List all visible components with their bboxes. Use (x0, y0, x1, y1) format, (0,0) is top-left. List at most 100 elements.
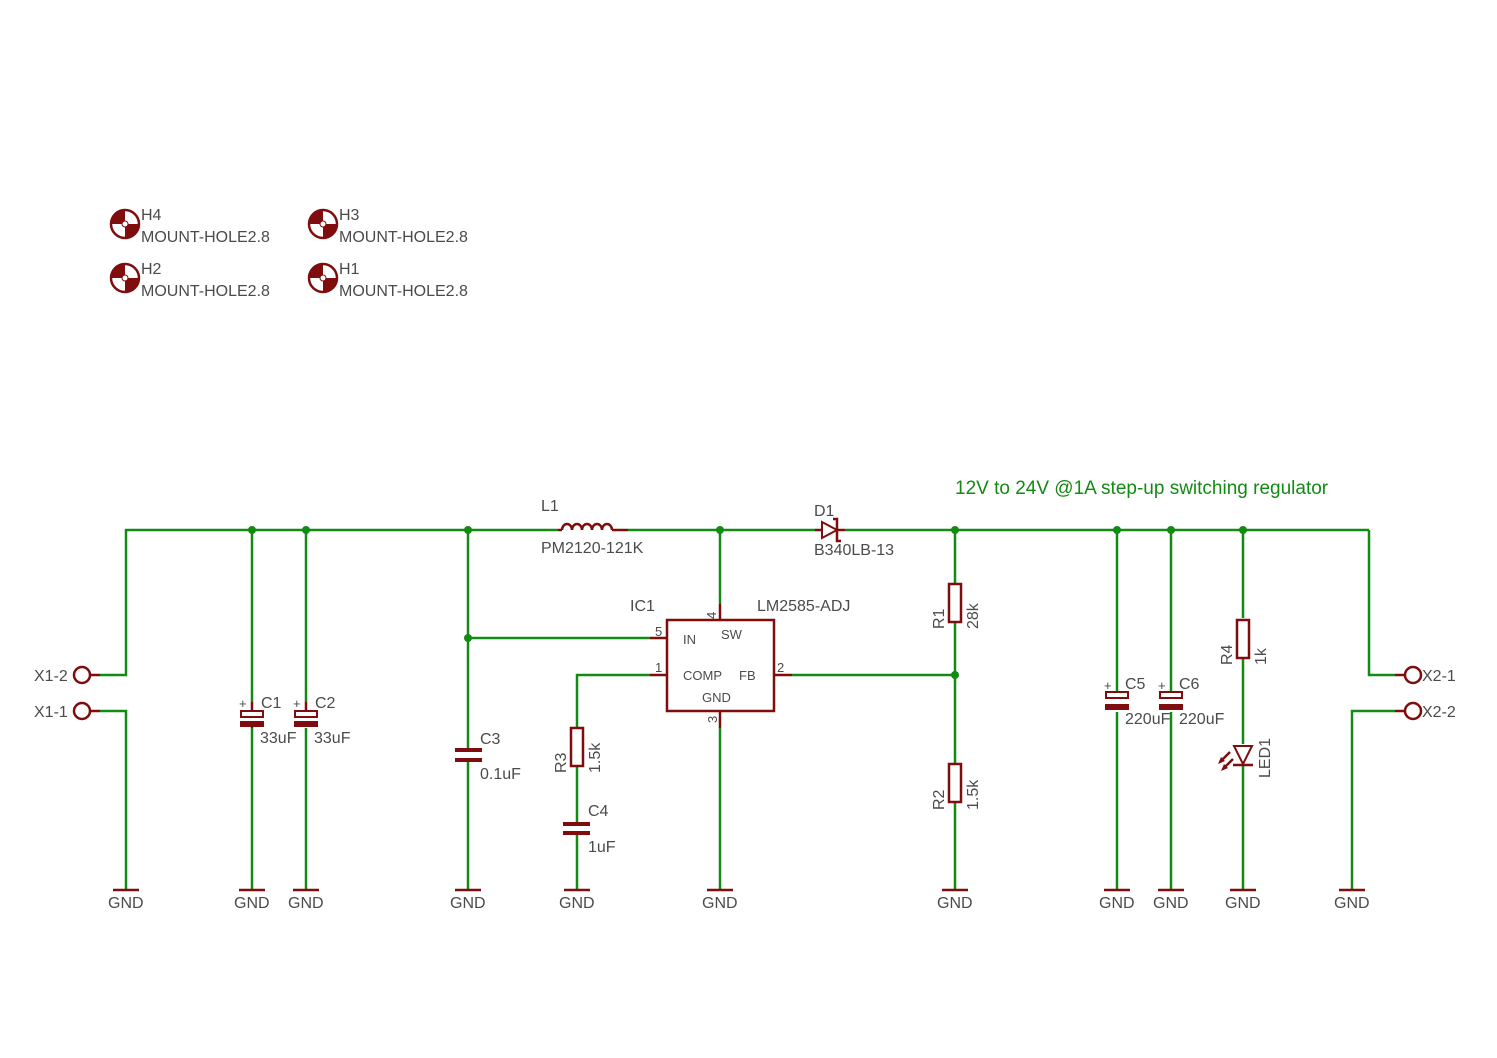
pin-number: 3 (705, 716, 720, 723)
gnd-symbol: GND (450, 888, 486, 912)
polarity-mark: + (1158, 678, 1166, 693)
part-value: 28k (965, 602, 982, 629)
part-value: 220uF (1125, 711, 1171, 728)
part-value: 0.1uF (480, 766, 521, 783)
capacitor-c2: + C2 33uF (293, 695, 351, 747)
svg-text:GND: GND (559, 895, 595, 912)
part-ref: C5 (1125, 676, 1146, 693)
pin-label-fb: FB (739, 668, 756, 683)
part-ref: C2 (315, 695, 336, 712)
svg-text:GND: GND (1153, 895, 1189, 912)
resistor-r1: R1 28k (931, 582, 982, 629)
resistor-r4: R4 1k (1219, 618, 1270, 665)
resistor-r3: R3 1.5k (553, 726, 604, 773)
svg-text:GND: GND (288, 895, 324, 912)
part-ref: LED1 (1257, 738, 1274, 778)
wires (100, 528, 1395, 890)
part-ref: D1 (814, 503, 835, 520)
polarity-mark: + (239, 696, 247, 711)
mount-hole-h2: H2 MOUNT-HOLE2.8 (109, 261, 270, 300)
mount-hole-ref: H4 (141, 207, 162, 224)
polarity-mark: + (293, 696, 301, 711)
part-ref: L1 (541, 498, 559, 515)
part-ref: C6 (1179, 676, 1200, 693)
mount-hole-ref: H1 (339, 261, 360, 278)
polarity-mark: + (1104, 678, 1112, 693)
connector-x2: X2-1 X2-2 (1395, 665, 1456, 721)
part-value: 220uF (1179, 711, 1225, 728)
gnd-symbol: GND (108, 888, 144, 912)
pin-label-gnd: GND (702, 690, 731, 705)
resistor-r2: R2 1.5k (931, 762, 982, 810)
diode-d1: D1 B340LB-13 (814, 503, 894, 559)
pin-number: 1 (655, 660, 662, 675)
mount-hole-h4: H4 MOUNT-HOLE2.8 (109, 207, 270, 246)
gnd-symbol: GND (1225, 888, 1261, 912)
part-value: 1.5k (587, 742, 604, 773)
svg-text:GND: GND (450, 895, 486, 912)
mount-hole-value: MOUNT-HOLE2.8 (339, 283, 468, 300)
gnd-symbol: GND (288, 888, 324, 912)
part-ref: IC1 (630, 598, 655, 615)
schematic-title: 12V to 24V @1A step-up switching regulat… (955, 478, 1329, 499)
part-value: PM2120-121K (541, 540, 644, 557)
capacitor-c1: + C1 33uF (239, 695, 297, 747)
svg-text:GND: GND (1334, 895, 1370, 912)
pin-label-in: IN (683, 632, 696, 647)
led-led1: LED1 (1218, 738, 1274, 778)
mount-hole-h1: H1 MOUNT-HOLE2.8 (307, 261, 468, 300)
svg-text:GND: GND (1225, 895, 1261, 912)
gnd-symbol: GND (1153, 888, 1189, 912)
inductor-l1: L1 PM2120-121K (541, 498, 644, 557)
svg-text:GND: GND (1099, 895, 1135, 912)
part-ref: C4 (588, 803, 609, 820)
gnd-symbol: GND (702, 888, 738, 912)
capacitor-c5: + C5 220uF (1104, 676, 1171, 728)
ic-lm2585: IC1 LM2585-ADJ IN SW COMP FB GND 5 1 2 4… (630, 598, 850, 728)
gnd-symbol: GND (1099, 888, 1135, 912)
mount-hole-value: MOUNT-HOLE2.8 (141, 283, 270, 300)
connector-label: X1-1 (34, 704, 68, 721)
mount-hole-value: MOUNT-HOLE2.8 (339, 229, 468, 246)
pin-number: 4 (704, 612, 719, 619)
svg-text:GND: GND (702, 895, 738, 912)
part-value: 33uF (314, 730, 351, 747)
capacitor-c6: + C6 220uF (1158, 676, 1225, 728)
gnd-symbol: GND (1334, 888, 1370, 912)
pin-number: 2 (777, 660, 784, 675)
capacitor-c4: C4 1uF (563, 803, 616, 856)
capacitor-c3: C3 0.1uF (455, 731, 521, 783)
part-ref: R4 (1219, 644, 1236, 665)
pin-label-comp: COMP (683, 668, 722, 683)
svg-text:GND: GND (937, 895, 973, 912)
pin-label-sw: SW (721, 627, 743, 642)
mount-hole-value: MOUNT-HOLE2.8 (141, 229, 270, 246)
part-value: 1.5k (965, 779, 982, 810)
mount-hole-ref: H2 (141, 261, 162, 278)
part-value: LM2585-ADJ (757, 598, 850, 615)
svg-text:GND: GND (234, 895, 270, 912)
junctions (248, 526, 1247, 679)
part-ref: R3 (553, 752, 570, 773)
pin-number: 5 (655, 624, 662, 639)
gnd-symbol: GND (559, 888, 595, 912)
gnd-symbol: GND (937, 888, 973, 912)
part-value: B340LB-13 (814, 542, 894, 559)
part-ref: C1 (261, 695, 282, 712)
part-value: 33uF (260, 730, 297, 747)
part-value: 1uF (588, 839, 616, 856)
connector-label: X2-1 (1422, 668, 1456, 685)
gnd-symbol: GND (234, 888, 270, 912)
part-ref: R2 (931, 789, 948, 810)
connector-label: X1-2 (34, 668, 68, 685)
part-ref: C3 (480, 731, 501, 748)
mount-hole-h3: H3 MOUNT-HOLE2.8 (307, 207, 468, 246)
connector-x1: X1-2 X1-1 (34, 665, 100, 721)
connector-label: X2-2 (1422, 704, 1456, 721)
mount-hole-ref: H3 (339, 207, 360, 224)
part-ref: R1 (931, 608, 948, 629)
ground-symbols: GND GND GND GND GND GND GND GND GND GND … (108, 888, 1370, 912)
part-value: 1k (1253, 647, 1270, 665)
svg-text:GND: GND (108, 895, 144, 912)
